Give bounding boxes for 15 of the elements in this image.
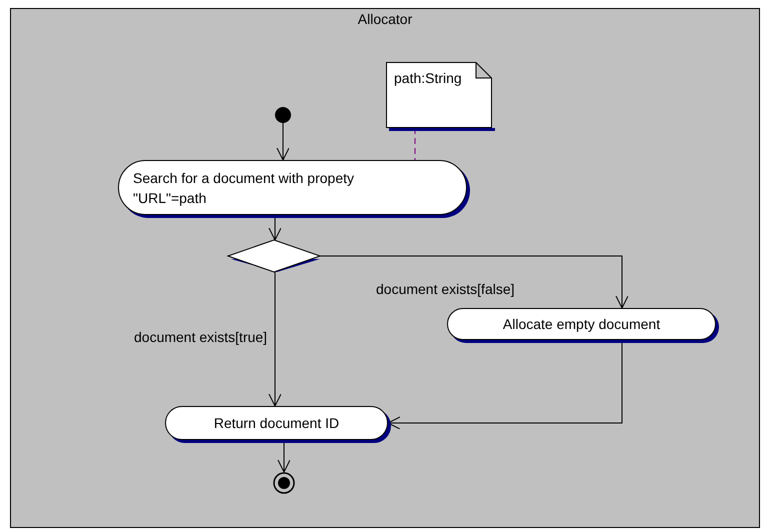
arrow [320, 256, 628, 308]
note-text: path:String [394, 70, 462, 86]
arrow [268, 272, 282, 406]
action-box: Return document ID [165, 406, 388, 440]
edge-label: document exists[true] [133, 329, 268, 345]
note [386, 62, 492, 128]
arrow [276, 122, 290, 160]
start-dot [275, 107, 291, 123]
decision-diamond [228, 240, 320, 272]
action-box: Allocate empty document [447, 308, 716, 340]
swimlane-title: Allocator [358, 11, 412, 27]
end-bullseye [273, 472, 295, 494]
action-box: Search for a document with propety "URL"=path [118, 160, 467, 215]
swimlane [10, 8, 760, 528]
edge-label: document exists[false] [375, 281, 516, 297]
